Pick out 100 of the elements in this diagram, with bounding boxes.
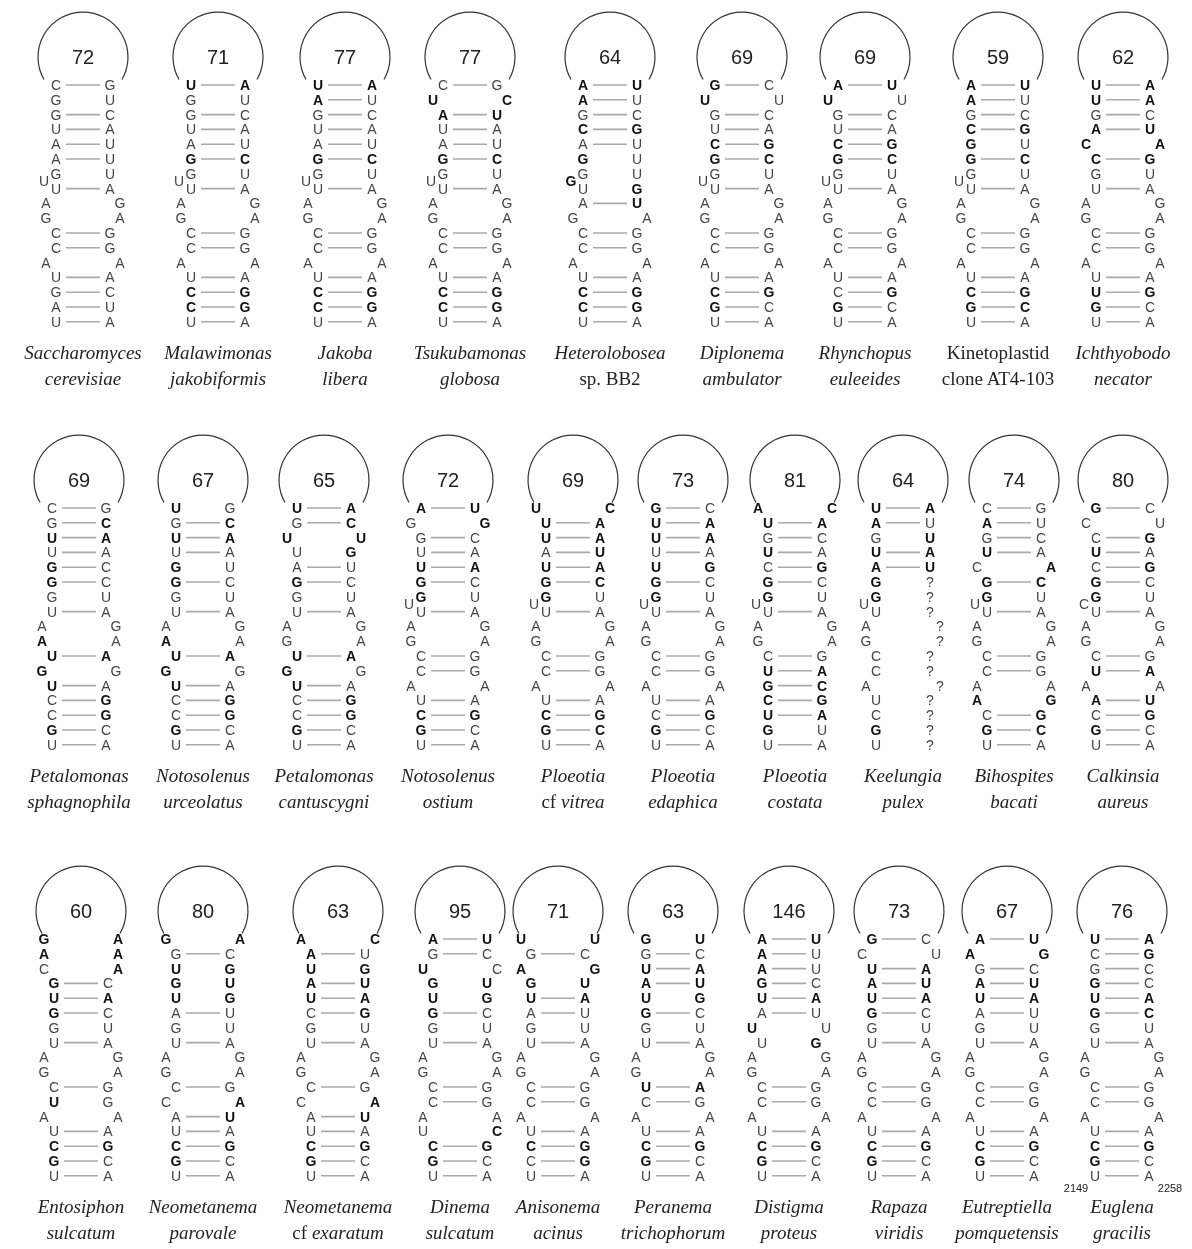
nucleotide-letter: A — [101, 678, 111, 693]
nucleotide-letter: G — [46, 723, 58, 737]
nucleotide-letter: C — [763, 78, 775, 92]
nucleotide-letter: U — [170, 991, 182, 1006]
loop-size-number: 64 — [598, 47, 622, 67]
nucleotide-letter: U — [920, 976, 932, 991]
nucleotide-letter: C — [832, 240, 844, 255]
nucleotide-letter: G — [886, 240, 898, 255]
nucleotide-letter: G — [886, 226, 898, 240]
nucleotide-letter: U — [291, 604, 303, 619]
nucleotide-letter: G — [650, 723, 662, 737]
nucleotide-letter: A — [700, 255, 710, 270]
nucleotide-letter: C — [1090, 226, 1102, 240]
nucleotide-letter: U — [312, 78, 324, 92]
nucleotide-letter: U — [170, 678, 182, 693]
nucleotide-letter: U — [1019, 78, 1031, 92]
nucleotide-letter: A — [224, 530, 236, 545]
nucleotide-letter: C — [577, 300, 589, 314]
species-name: Eutreptiella pomquetensis — [955, 1195, 1059, 1245]
nucleotide-letter: G — [160, 663, 172, 678]
nucleotide-letter: C — [305, 1080, 317, 1094]
nucleotide-letter: C — [491, 1124, 503, 1139]
nucleotide-letter: A — [41, 255, 51, 270]
nucleotide-letter: G — [762, 723, 774, 737]
nucleotide-letter: G — [816, 693, 828, 708]
nucleotide-letter: A — [705, 1109, 715, 1124]
nucleotide-letter: C — [525, 1080, 537, 1094]
nucleotide-letter: A — [764, 270, 774, 285]
nucleotide-letter: C — [312, 285, 324, 300]
nucleotide-letter: A — [492, 270, 502, 285]
nucleotide-letter: U — [631, 78, 643, 92]
nucleotide-letter: G — [415, 589, 427, 604]
nucleotide-letter: G — [104, 78, 116, 92]
nucleotide-letter: G — [971, 634, 983, 649]
nucleotide-letter: G — [965, 107, 977, 122]
nucleotide-letter: C — [709, 226, 721, 240]
nucleotide-letter: G — [525, 1020, 537, 1035]
nucleotide-letter: C — [437, 240, 449, 255]
nucleotide-letter: A — [753, 619, 763, 634]
nucleotide-letter: U — [38, 174, 50, 189]
nucleotide-letter: U — [870, 604, 882, 619]
nucleotide-letter: A — [492, 1065, 502, 1080]
nucleotide-letter: A — [705, 693, 715, 708]
nucleotide-letter: C — [359, 1154, 371, 1168]
nucleotide-letter: C — [604, 501, 616, 515]
nucleotide-letter: A — [1029, 1035, 1039, 1050]
nucleotide-letter: A — [1155, 678, 1165, 693]
nucleotide-letter: U — [469, 589, 481, 604]
nucleotide-letter: U — [697, 174, 709, 189]
nucleotide-letter: C — [886, 107, 898, 122]
loop-size-number: 72 — [71, 47, 95, 67]
nucleotide-letter: U — [437, 270, 449, 285]
nucleotide-letter: G — [640, 634, 652, 649]
nucleotide-letter: C — [965, 122, 977, 137]
nucleotide-letter: G — [816, 649, 828, 663]
nucleotide-letter: A — [887, 270, 897, 285]
nucleotide-letter: C — [1144, 300, 1156, 314]
nucleotide-letter: U — [224, 976, 236, 991]
nucleotide-letter: A — [250, 255, 260, 270]
nucleotide-letter: U — [366, 92, 378, 107]
nucleotide-letter: A — [965, 1109, 975, 1124]
nucleotide-letter: C — [415, 663, 427, 678]
nucleotide-letter: A — [821, 1065, 831, 1080]
nucleotide-letter: G — [224, 991, 236, 1006]
nucleotide-letter: C — [345, 575, 357, 589]
nucleotide-letter: G — [525, 976, 537, 991]
loop-size-number: 62 — [1111, 47, 1135, 67]
nucleotide-letter: G — [479, 619, 491, 634]
nucleotide-letter: C — [469, 723, 481, 737]
nucleotide-letter: G — [345, 693, 357, 708]
nucleotide-letter: U — [594, 545, 606, 560]
nucleotide-letter: G — [965, 137, 977, 152]
nucleotide-letter: G — [1090, 575, 1102, 589]
nucleotide-letter: G — [1035, 649, 1047, 663]
nucleotide-letter: G — [427, 1020, 439, 1035]
nucleotide-letter: U — [515, 932, 527, 946]
nucleotide-letter: A — [705, 545, 715, 560]
nucleotide-letter: C — [1089, 1094, 1101, 1109]
nucleotide-letter: U — [981, 545, 993, 560]
nucleotide-letter: A — [816, 663, 828, 678]
nucleotide-letter: A — [1144, 663, 1156, 678]
nucleotide-letter: G — [185, 107, 197, 122]
nucleotide-letter: U — [1089, 932, 1101, 946]
nucleotide-letter: G — [577, 166, 589, 181]
nucleotide-letter: A — [406, 619, 416, 634]
nucleotide-letter: G — [355, 619, 367, 634]
nucleotide-letter: A — [705, 604, 715, 619]
nucleotide-letter: A — [113, 1109, 123, 1124]
nucleotide-letter: G — [1143, 1080, 1155, 1094]
nucleotide-letter: G — [224, 693, 236, 708]
nucleotide-letter: C — [762, 693, 774, 708]
nucleotide-letter: A — [631, 1109, 641, 1124]
nucleotide-letter: A — [747, 1109, 757, 1124]
nucleotide-letter: C — [1035, 575, 1047, 589]
nucleotide-letter: A — [1145, 181, 1155, 196]
nucleotide-letter: G — [437, 152, 449, 166]
nucleotide-letter: A — [1144, 1035, 1154, 1050]
nucleotide-letter: U — [305, 1168, 317, 1183]
nucleotide-letter: G — [762, 575, 774, 589]
nucleotide-letter: C — [650, 649, 662, 663]
